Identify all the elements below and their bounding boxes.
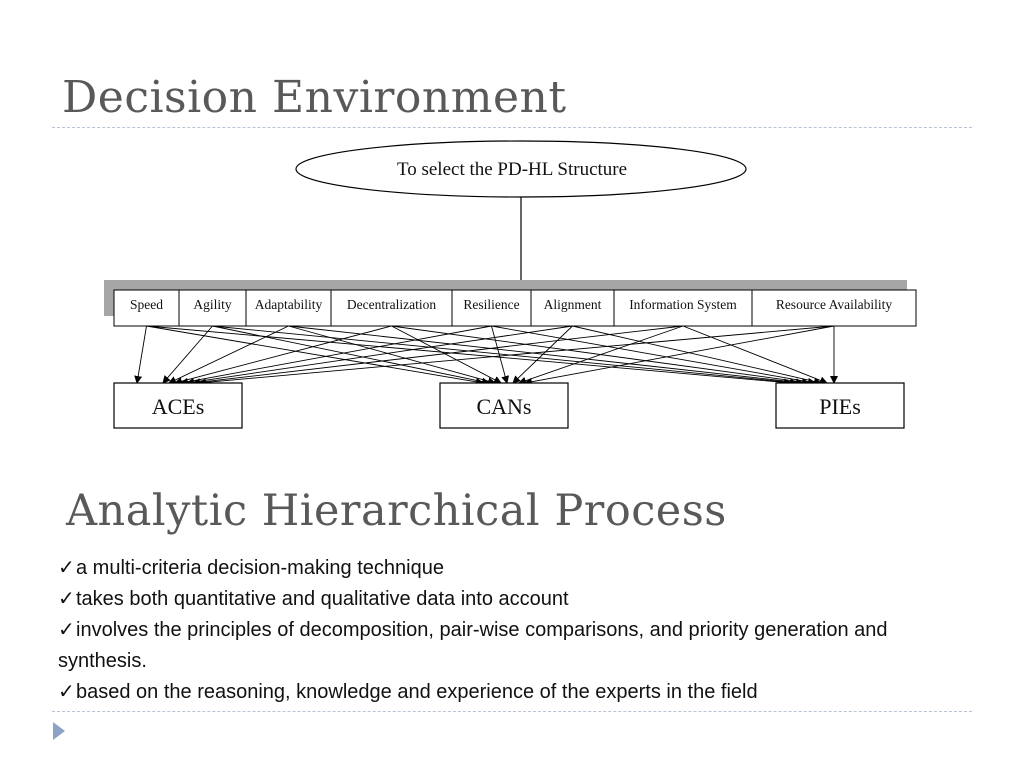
title-divider [52, 127, 972, 128]
link-arrow [288, 325, 496, 385]
checkmark-icon: ✓ [58, 619, 75, 641]
link-arrow [186, 325, 573, 386]
criterion-label: Resource Availability [776, 297, 893, 312]
bullet-text: a multi-criteria decision-making techniq… [76, 557, 444, 579]
alternative-label: CANs [476, 394, 531, 419]
checkmark-icon: ✓ [58, 588, 75, 610]
bullet-text: involves the principles of decomposition… [58, 619, 888, 672]
hierarchy-diagram: To select the PD-HL Structure Speed Agili… [104, 140, 917, 429]
criterion-label: Agility [193, 297, 232, 312]
criterion-label: Adaptability [255, 297, 323, 312]
slide-title: Decision Environment [62, 72, 567, 123]
link-arrow [174, 325, 392, 386]
criteria-alternative-links [134, 325, 838, 387]
alternative-box [439, 382, 569, 429]
criterion-label: Resilience [463, 297, 519, 312]
goal-label: To select the PD-HL Structure [397, 159, 627, 180]
criteria-cells: Speed Agility Adaptability Decentralization… [130, 290, 892, 326]
section-title: Analytic Hierarchical Process [66, 486, 727, 536]
link-arrow [491, 325, 510, 384]
link-arrow [198, 325, 835, 387]
link-arrow [288, 325, 804, 387]
triangle-right-icon[interactable] [52, 721, 66, 741]
link-arrow [572, 325, 822, 386]
bullet-text: based on the reasoning, knowledge and ex… [76, 681, 758, 703]
link-arrow [212, 325, 490, 386]
link-arrow [682, 325, 828, 385]
link-arrow [180, 325, 492, 386]
criteria-row: Speed Agility Adaptability Decentralization… [104, 280, 917, 327]
alternative-label: PIEs [819, 394, 861, 419]
criterion-label: Speed [130, 297, 163, 312]
link-arrow [146, 325, 792, 387]
alternative-box [775, 382, 905, 429]
bullet-item: ✓a multi-criteria decision-making techni… [58, 553, 958, 584]
criteria-box [113, 289, 917, 327]
checkmark-icon: ✓ [58, 681, 75, 703]
footer-divider [52, 711, 972, 712]
link-arrow [168, 325, 289, 384]
link-arrow [491, 325, 816, 386]
link-arrow [391, 325, 502, 384]
criterion-label: Information System [629, 297, 737, 312]
alternatives-row: ACEs CANs PIEs [113, 382, 905, 429]
bullet-item: ✓takes both quantitative and qualitative… [58, 584, 958, 615]
link-arrow [192, 325, 684, 387]
goal-node: To select the PD-HL Structure [295, 140, 747, 198]
link-arrow [391, 325, 810, 387]
bullet-item: ✓involves the principles of decompositio… [58, 615, 958, 677]
criterion-label: Decentralization [347, 297, 436, 312]
link-arrow [134, 325, 147, 384]
bullet-item: ✓based on the reasoning, knowledge and e… [58, 677, 958, 708]
bullet-text: takes both quantitative and qualitative … [76, 588, 569, 610]
alternative-label: ACEs [152, 394, 205, 419]
criterion-label: Alignment [544, 297, 602, 312]
link-arrow [146, 325, 484, 386]
bullet-list: ✓a multi-criteria decision-making techni… [58, 553, 958, 708]
checkmark-icon: ✓ [58, 557, 75, 579]
alternative-box [113, 382, 243, 429]
link-arrow [524, 325, 835, 386]
link-arrow [212, 325, 798, 387]
